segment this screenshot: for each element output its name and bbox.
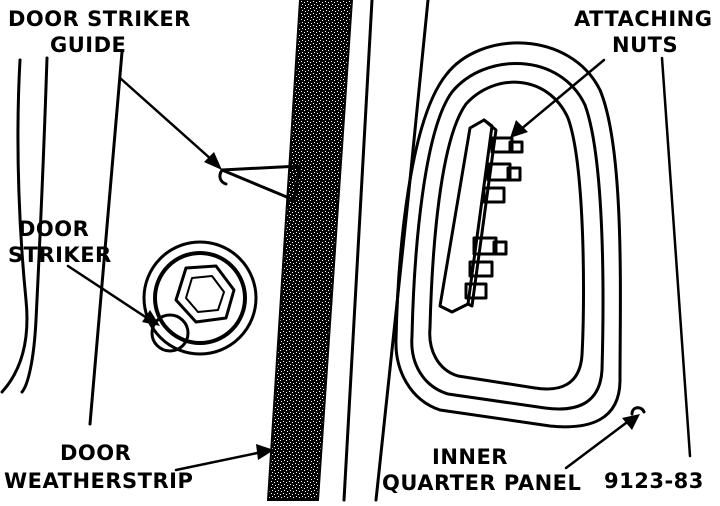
label-inner-quarter-panel-2: QUARTER PANEL [382,471,581,495]
leader-lines [66,56,692,472]
label-attaching-nuts-2: NUTS [612,33,678,57]
label-door-weatherstrip-2: WEATHERSTRIP [4,469,193,493]
door-striker-guide [218,164,302,202]
label-door-weatherstrip-1: DOOR [60,441,131,465]
attaching-nuts [464,136,524,300]
access-opening [394,41,622,429]
label-inner-quarter-panel-1: INNER [432,445,508,469]
door-striker [142,240,258,356]
door-edge-lines [0,50,124,426]
figure-number: 9123-83 [604,469,704,493]
mounting-hole [630,406,646,416]
label-door-striker-guide-1: DOOR STRIKER [8,7,191,31]
striker-base-plate [438,118,498,314]
label-attaching-nuts-1: ATTACHING [574,7,713,31]
label-door-striker-1: DOOR [18,217,89,241]
door-weatherstrip [266,0,354,501]
label-door-striker-guide-2: GUIDE [50,33,126,57]
label-door-striker-2: STRIKER [8,243,112,267]
